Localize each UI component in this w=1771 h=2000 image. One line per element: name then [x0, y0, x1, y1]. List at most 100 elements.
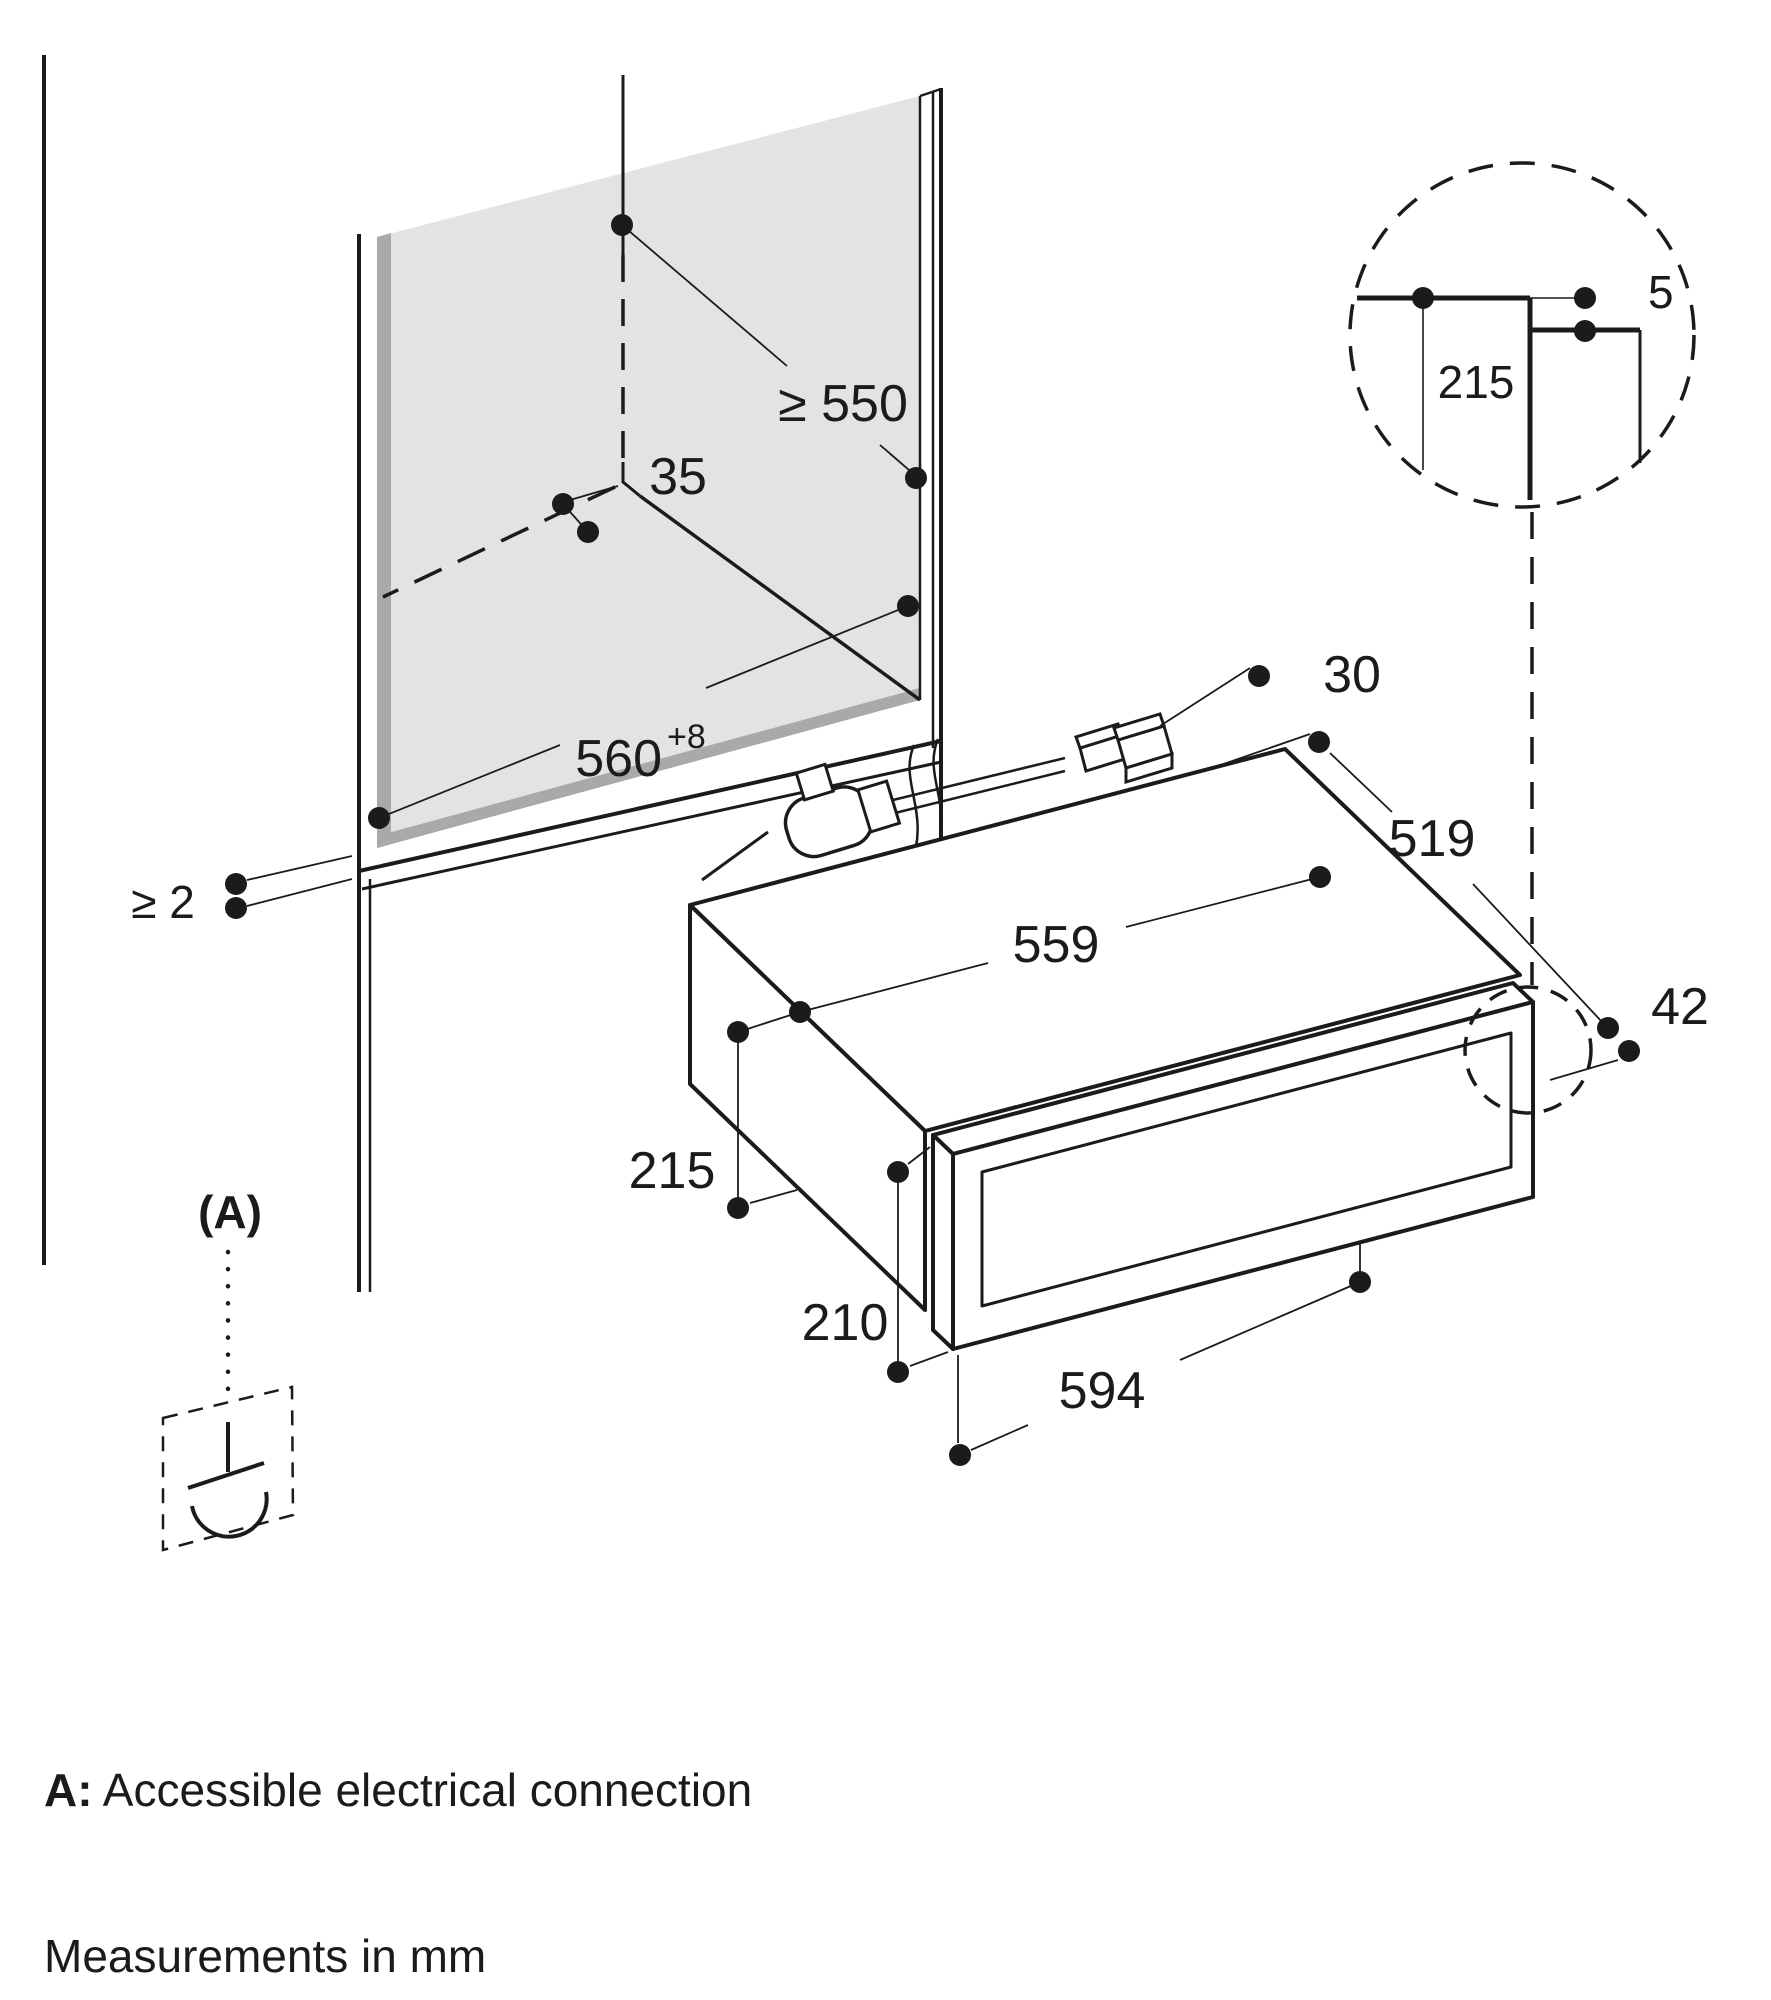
front-panel-face: [951, 1000, 1535, 1351]
dim-label-front-panel-height: 210: [802, 1294, 889, 1352]
socket-symbol-icon: [187, 1422, 269, 1539]
dim-appliance-height: 215: [629, 1043, 798, 1219]
niche-top-edge: [919, 87, 942, 98]
niche-panel-left-edge-band: [377, 233, 391, 848]
legend-key: A:: [44, 1764, 93, 1816]
front-panel-left-bevel: [931, 1133, 955, 1351]
cable-line: [894, 769, 1066, 815]
dim-leader: [749, 1189, 798, 1204]
appliance-coupler: [783, 762, 902, 859]
dim-line: [1472, 883, 1604, 1024]
dim-dot: [1618, 1040, 1640, 1062]
dim-dot: [887, 1361, 909, 1383]
plug-head-front: [1124, 751, 1174, 785]
legend-note: A: Accessible electrical connection: [44, 1764, 752, 1816]
dim-dot: [727, 1197, 749, 1219]
dim-front-panel-height: 210: [802, 1146, 949, 1383]
drawer-front-panel: [931, 981, 1535, 1351]
dim-label-back-offset: 35: [649, 448, 707, 506]
detail-circle: [1348, 161, 1696, 509]
dim-dot: [1248, 665, 1270, 687]
dim-back-clearance: 30: [1159, 646, 1381, 769]
detail-view-top-gap: 5 215: [1348, 161, 1696, 509]
dim-leader: [1211, 733, 1311, 769]
dim-label-appliance-depth: 519: [1389, 810, 1476, 868]
dim-line: [1179, 1281, 1361, 1361]
dim-min-depth-top: ≥ 550: [611, 214, 927, 489]
niche-floor-front-bottom-edge: [361, 760, 942, 891]
dim-dot: [1349, 1271, 1371, 1293]
corner-kink: [621, 462, 641, 498]
dim-label-detail-gap: 5: [1648, 266, 1674, 318]
dim-niche-width: 560 +8: [368, 595, 919, 829]
dim-label-appliance-width: 559: [1013, 916, 1100, 974]
callout-a-label: (A): [198, 1186, 262, 1238]
dim-side-gap: ≥ 2: [131, 855, 353, 928]
cabinet-niche: [42, 55, 943, 1292]
coupler-end: [856, 779, 902, 834]
units-note: Measurements in mm: [44, 1930, 486, 1982]
dim-leader: [1159, 667, 1251, 727]
power-cable-assembly: [701, 712, 1174, 882]
dim-label-min-depth: ≥ 550: [778, 375, 908, 433]
niche-back-panel: [377, 96, 920, 848]
socket-arc: [190, 1491, 269, 1539]
footer-notes: A: Accessible electrical connection Meas…: [44, 1764, 752, 1982]
dim-dot: [897, 595, 919, 617]
warming-drawer: [688, 747, 1593, 1351]
hidden-back-edge-dashed: [382, 485, 616, 599]
dim-front-overhang: 42: [1549, 978, 1709, 1081]
dim-label-detail-height: 215: [1438, 356, 1515, 408]
dim-dot: [949, 1444, 971, 1466]
dim-line: [1329, 752, 1393, 813]
dim-dot: [1308, 731, 1330, 753]
cable-line: [892, 756, 1066, 802]
dim-leader: [909, 1351, 949, 1367]
dim-line: [378, 744, 561, 819]
dim-back-offset: 35: [552, 448, 707, 543]
dim-dot: [225, 897, 247, 919]
dim-front-panel-width: 594: [949, 1243, 1371, 1466]
dim-leader: [569, 485, 619, 501]
dim-label-front-overhang: 42: [1651, 978, 1709, 1036]
dim-label-side-gap: ≥ 2: [131, 876, 195, 928]
dim-label-niche-width: 560: [575, 730, 662, 788]
socket-dashed-box: [161, 1385, 295, 1552]
legend-text: Accessible electrical connection: [93, 1764, 753, 1816]
dim-line: [799, 962, 989, 1013]
detail-reference-circle-small: [1463, 985, 1593, 1115]
dim-label-front-panel-width: 594: [1059, 1362, 1146, 1420]
cable-pigtail: [701, 830, 769, 882]
dim-appliance-depth: 519: [1329, 752, 1619, 1039]
niche-panel-bottom-edge-band: [377, 688, 920, 848]
dim-dot: [1597, 1017, 1619, 1039]
dim-leader: [907, 1146, 931, 1165]
plug-head-top: [1112, 712, 1166, 742]
dim-line: [705, 605, 909, 689]
mains-plug: [1074, 712, 1174, 785]
dim-tie: [562, 503, 589, 533]
niche-inner-corner-line: [638, 494, 922, 702]
dim-dot: [225, 873, 247, 895]
dim-leader: [246, 878, 353, 907]
dim-appliance-width: 559: [727, 866, 1331, 1043]
dim-label-back-clearance: 30: [1323, 646, 1381, 704]
electrical-connection-callout: (A): [161, 1186, 295, 1552]
plug-body-top: [1074, 722, 1124, 750]
dim-line: [1125, 876, 1321, 928]
dim-label-appliance-height: 215: [629, 1142, 716, 1200]
dim-line: [970, 1424, 1029, 1451]
dim-dot: [905, 467, 927, 489]
dim-leader: [621, 224, 788, 367]
coupler-tab: [794, 762, 836, 802]
dim-leader: [246, 855, 353, 881]
dim-leader: [1549, 1059, 1619, 1081]
drawer-left-face: [688, 903, 927, 1312]
dim-dot: [1309, 866, 1331, 888]
socket-crossbar: [187, 1461, 265, 1490]
dim-dot: [1574, 287, 1596, 309]
dim-dot: [887, 1161, 909, 1183]
niche-floor-front-top-edge: [358, 739, 942, 873]
